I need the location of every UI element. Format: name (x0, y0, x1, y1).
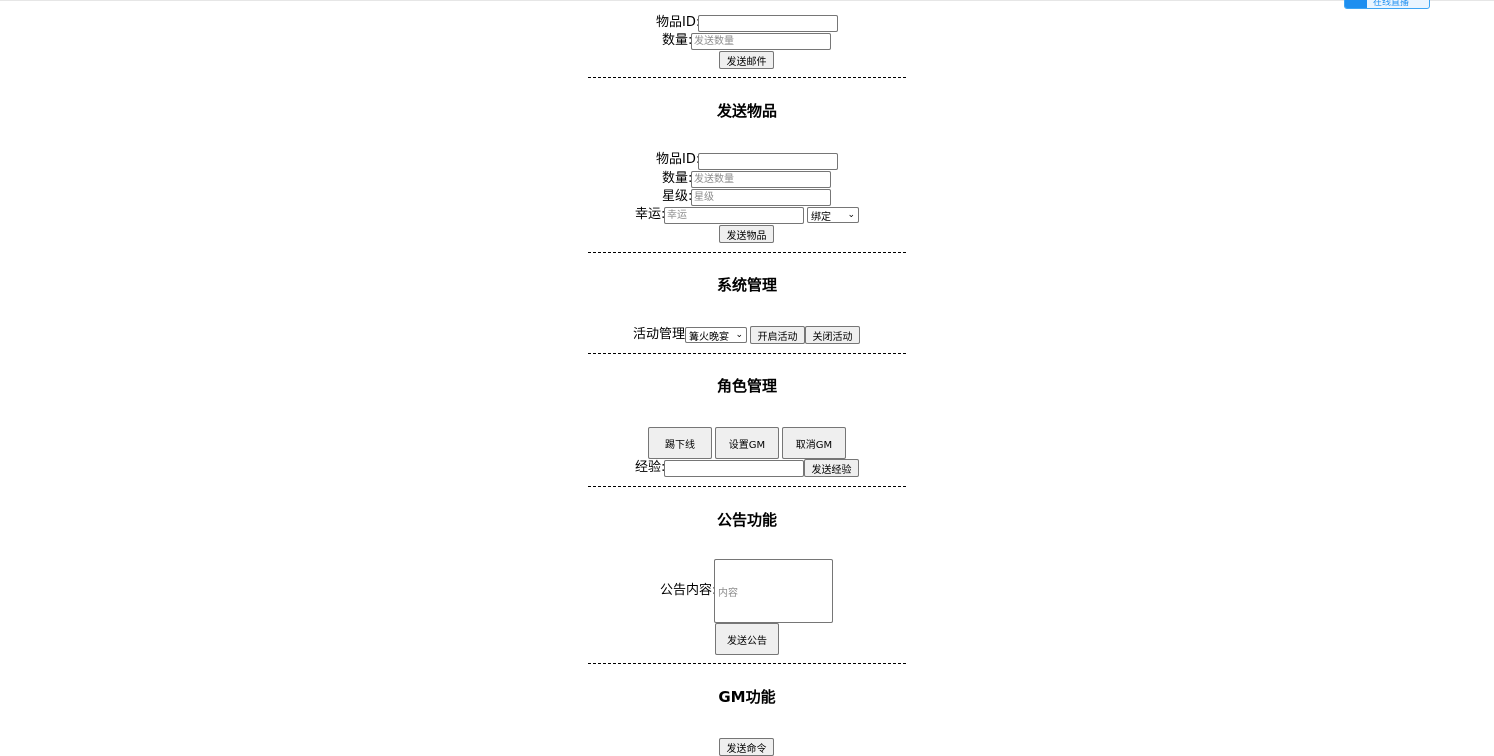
divider (588, 486, 906, 487)
close-activity-button[interactable]: 关闭活动 (805, 326, 860, 344)
divider (588, 353, 906, 354)
luck-input[interactable]: 幸运 (664, 207, 804, 224)
top-border (0, 0, 1494, 1)
notice-content-label: 公告内容: (660, 583, 717, 598)
exp-input[interactable] (664, 460, 804, 477)
open-activity-button[interactable]: 开启活动 (750, 326, 805, 344)
corner-live-badge[interactable]: 在线直播 (1344, 0, 1430, 9)
item-id-input[interactable] (698, 153, 838, 170)
divider (588, 663, 906, 664)
mail-item-id-input[interactable] (698, 15, 838, 32)
gm-title: GM功能 (718, 688, 776, 706)
notice-title: 公告功能 (716, 511, 777, 529)
badge-icon (1345, 0, 1367, 8)
activity-label: 活动管理 (633, 327, 686, 342)
send-notice-button[interactable]: 发送公告 (715, 623, 779, 655)
item-id-label: 物品ID: (656, 152, 701, 167)
item-qty-label: 数量: (662, 171, 693, 186)
mail-qty-input[interactable]: 发送数量 (691, 33, 831, 50)
set-gm-button[interactable]: 设置GM (715, 427, 779, 459)
divider (588, 77, 906, 78)
send-item-title: 发送物品 (716, 102, 777, 120)
activity-select-value: 篝火晚宴 (689, 331, 729, 343)
activity-select[interactable]: 篝火晚宴 ⌄ (685, 327, 747, 343)
chevron-down-icon: ⌄ (735, 330, 743, 340)
notice-content-textarea[interactable]: 内容 (714, 559, 833, 623)
luck-label: 幸运: (635, 207, 666, 222)
bind-select-value: 绑定 (811, 211, 831, 223)
star-input[interactable]: 星级 (691, 189, 831, 206)
send-exp-button[interactable]: 发送经验 (804, 459, 859, 477)
star-label: 星级: (662, 189, 693, 204)
badge-text: 在线直播 (1373, 0, 1410, 8)
mail-qty-label: 数量: (662, 33, 693, 48)
mail-item-id-label: 物品ID: (656, 15, 701, 30)
send-item-button[interactable]: 发送物品 (719, 225, 774, 243)
send-mail-button[interactable]: 发送邮件 (719, 51, 774, 69)
send-command-button[interactable]: 发送命令 (719, 738, 774, 756)
divider (588, 252, 906, 253)
cancel-gm-button[interactable]: 取消GM (782, 427, 846, 459)
kick-button[interactable]: 踢下线 (648, 427, 712, 459)
item-qty-input[interactable]: 发送数量 (691, 171, 831, 188)
notice-content-placeholder: 内容 (718, 587, 738, 599)
exp-label: 经验: (635, 460, 666, 475)
system-title: 系统管理 (716, 276, 777, 294)
role-title: 角色管理 (716, 377, 777, 395)
chevron-down-icon: ⌄ (847, 210, 855, 220)
bind-select[interactable]: 绑定 ⌄ (807, 207, 859, 223)
